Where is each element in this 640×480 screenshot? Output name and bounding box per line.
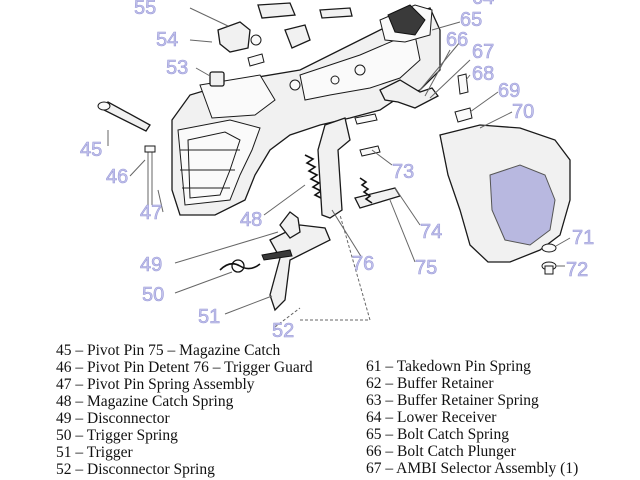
legend-item: 46 – Pivot Pin Detent 76 – Trigger Guard — [56, 359, 313, 376]
bolt-catch-drawing — [379, 73, 473, 123]
pistol-grip-drawing — [439, 124, 571, 275]
leader-lines — [107, 7, 571, 328]
callout-51: 51 — [198, 306, 220, 328]
legend-item: 66 – Bolt Catch Plunger — [366, 443, 516, 460]
legend-item: 45 – Pivot Pin 75 – Magazine Catch — [56, 342, 281, 359]
callout-66: 66 — [446, 29, 468, 51]
callout-72: 72 — [566, 259, 588, 281]
parts-legend-left: 45 – Pivot Pin 75 – Magazine Catch 46 – … — [56, 342, 313, 478]
legend-item: 47 – Pivot Pin Spring Assembly — [56, 376, 255, 393]
callout-67: 67 — [472, 41, 494, 63]
trigger-group-drawing — [219, 211, 331, 312]
callout-73: 73 — [392, 161, 414, 183]
legend-item: 63 – Buffer Retainer Spring — [366, 392, 539, 409]
lower-receiver-drawing — [171, 4, 441, 216]
legend-item: 64 – Lower Receiver — [366, 409, 497, 426]
exploded-parts-diagram: 55 54 53 45 46 47 48 49 50 51 52 76 75 7… — [80, 0, 595, 342]
pivot-pin-drawing — [97, 101, 151, 132]
callout-76: 76 — [352, 253, 374, 275]
legend-item: 52 – Disconnector Spring — [56, 461, 215, 478]
detent-spring-drawing — [144, 145, 156, 205]
upper-small-parts-drawing — [209, 2, 353, 87]
callout-numbers: 55 54 53 45 46 47 48 49 50 51 52 76 75 7… — [80, 0, 595, 342]
legend-item: 48 – Magazine Catch Spring — [56, 393, 234, 410]
callout-53: 53 — [166, 57, 188, 79]
callout-70: 70 — [512, 101, 534, 123]
callout-49: 49 — [140, 254, 162, 276]
callout-45: 45 — [80, 139, 102, 161]
callout-48: 48 — [240, 209, 262, 231]
callout-69: 69 — [498, 80, 520, 102]
callout-75: 75 — [415, 257, 437, 279]
callout-55: 55 — [134, 0, 156, 19]
legend-item: 61 – Takedown Pin Spring — [366, 358, 531, 375]
callout-68: 68 — [472, 63, 494, 85]
legend-item: 62 – Buffer Retainer — [366, 375, 494, 392]
legend-item: 65 – Bolt Catch Spring — [366, 426, 509, 443]
legend-item: 49 – Disconnector — [56, 410, 170, 427]
callout-52: 52 — [272, 320, 294, 342]
callout-54: 54 — [156, 29, 178, 51]
callout-71: 71 — [572, 227, 594, 249]
callout-65: 65 — [460, 9, 482, 31]
legend-item: 67 – AMBI Selector Assembly (1) — [366, 460, 579, 477]
callout-50: 50 — [142, 284, 164, 306]
trigger-guard-drawing — [317, 113, 402, 219]
callout-46: 46 — [106, 166, 128, 188]
legend-item: 50 – Trigger Spring — [56, 427, 178, 444]
legend-item: 51 – Trigger — [56, 444, 133, 461]
callout-74: 74 — [420, 221, 442, 243]
callout-64: 64 — [472, 0, 494, 9]
callout-47: 47 — [140, 202, 162, 224]
parts-legend-right: 61 – Takedown Pin Spring 62 – Buffer Ret… — [366, 358, 578, 477]
